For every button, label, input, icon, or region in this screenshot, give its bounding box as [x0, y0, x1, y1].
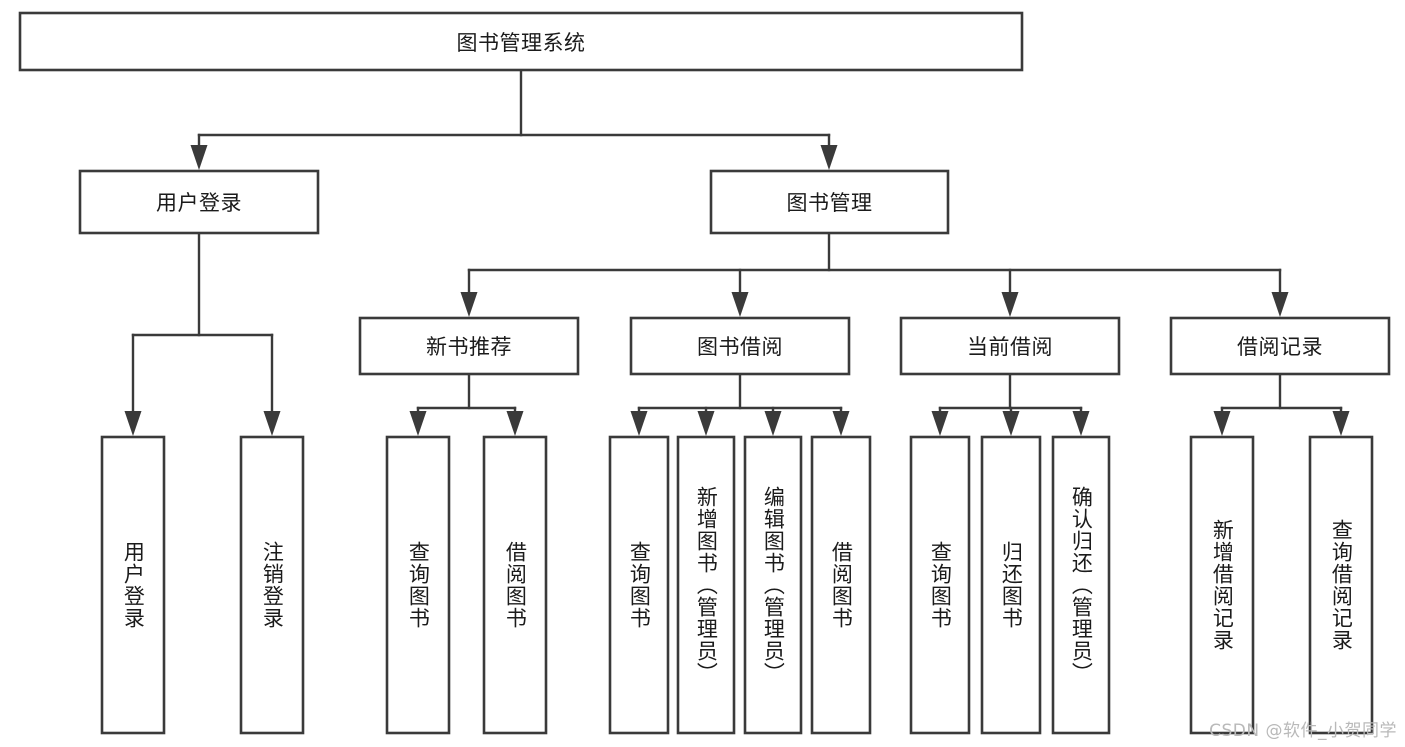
arrow-head-icon	[697, 411, 715, 436]
node-box-leaf-query-book-1[interactable]	[385, 435, 451, 735]
arrow-head-icon	[931, 411, 949, 436]
arrow-head-icon	[1001, 292, 1019, 317]
arrow-head-icon	[506, 411, 524, 436]
connector-group-login-to-leaves	[124, 231, 281, 436]
arrow-head-icon	[764, 411, 782, 436]
arrow-head-icon	[630, 411, 648, 436]
node-box-leaf-confirm-return[interactable]	[1051, 435, 1111, 735]
node-box-current-borrow[interactable]	[899, 316, 1121, 376]
node-box-book-manage[interactable]	[709, 169, 950, 235]
arrow-head-icon	[263, 411, 281, 436]
connector-group-newbook-to-leaves	[409, 372, 524, 436]
node-box-leaf-borrow-book-1[interactable]	[482, 435, 548, 735]
arrow-head-icon	[731, 292, 749, 317]
node-box-root[interactable]	[18, 11, 1024, 72]
arrow-head-icon	[1271, 292, 1289, 317]
node-boxes-layer	[18, 11, 1391, 735]
arrow-head-icon	[1213, 411, 1231, 436]
arrow-head-icon	[1332, 411, 1350, 436]
node-box-leaf-query-record[interactable]	[1308, 435, 1374, 735]
node-box-new-book-rec[interactable]	[358, 316, 580, 376]
node-box-leaf-borrow-book-2[interactable]	[810, 435, 872, 735]
connectors-layer	[124, 68, 1350, 436]
node-box-leaf-query-book-2[interactable]	[608, 435, 670, 735]
connector-group-borrow-to-leaves	[630, 372, 850, 436]
connector-group-root-to-level2	[190, 68, 838, 170]
arrow-head-icon	[820, 145, 838, 170]
node-box-leaf-add-book[interactable]	[676, 435, 736, 735]
arrow-head-icon	[124, 411, 142, 436]
connector-group-record-to-leaves	[1213, 372, 1350, 436]
node-box-leaf-query-book-3[interactable]	[909, 435, 971, 735]
connector-group-current-to-leaves	[931, 372, 1090, 436]
arrow-head-icon	[460, 292, 478, 317]
arrow-head-icon	[190, 145, 208, 170]
arrow-head-icon	[1072, 411, 1090, 436]
node-box-leaf-return-book[interactable]	[980, 435, 1042, 735]
arrow-head-icon	[409, 411, 427, 436]
node-box-user-login[interactable]	[78, 169, 320, 235]
node-box-book-borrow[interactable]	[629, 316, 851, 376]
connector-group-bookmanage-to-level3	[460, 231, 1289, 317]
node-box-leaf-logout[interactable]	[239, 435, 305, 735]
node-box-leaf-edit-book[interactable]	[743, 435, 803, 735]
node-box-borrow-record[interactable]	[1169, 316, 1391, 376]
arrow-head-icon	[832, 411, 850, 436]
arrow-head-icon	[1002, 411, 1020, 436]
node-box-leaf-user-login[interactable]	[100, 435, 166, 735]
node-box-leaf-add-record[interactable]	[1189, 435, 1255, 735]
